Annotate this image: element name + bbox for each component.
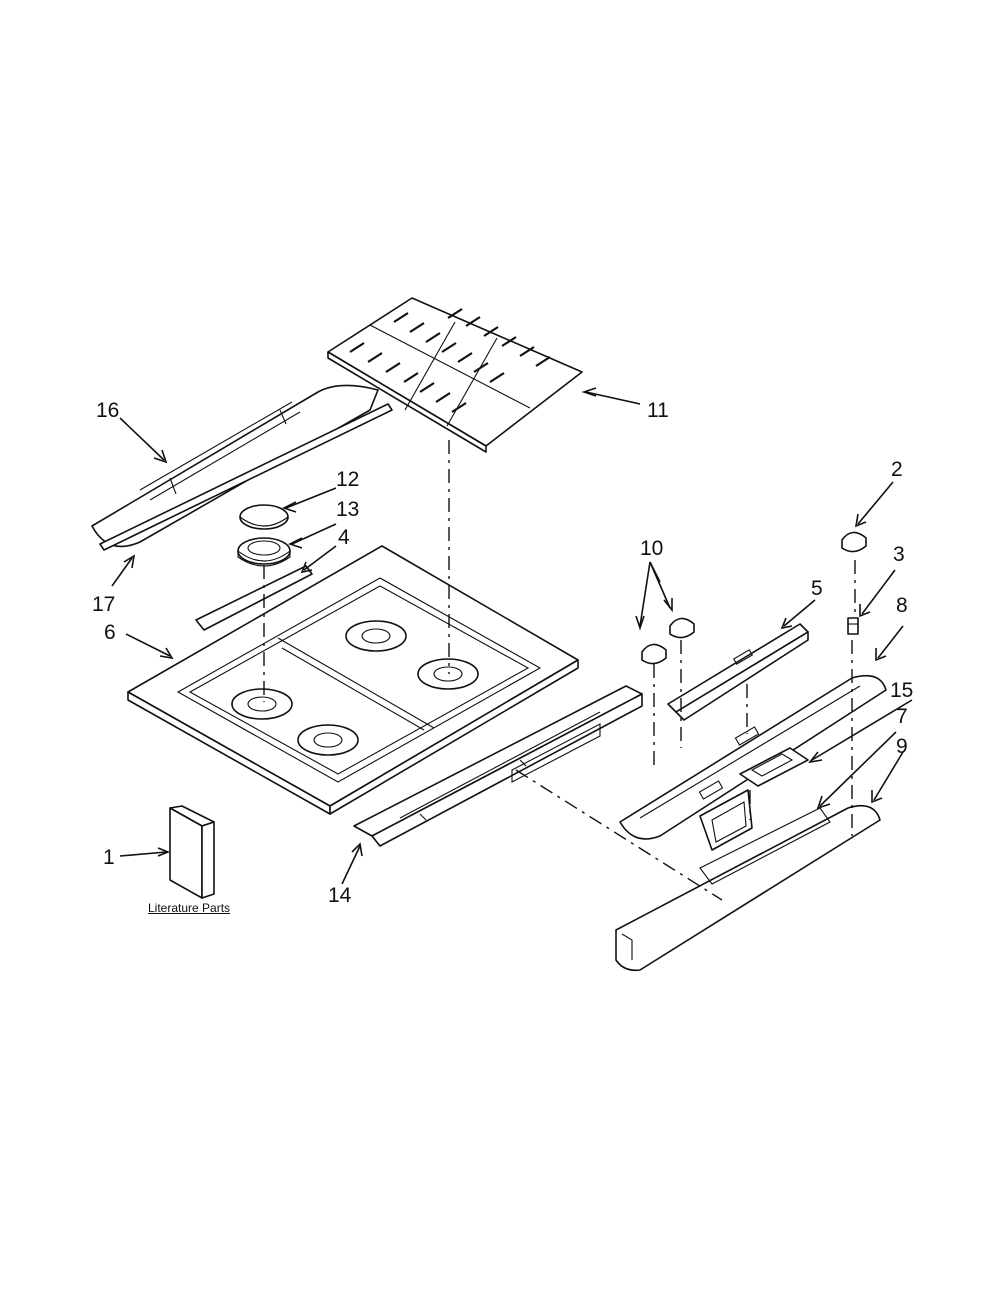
callout-6: 6 xyxy=(104,621,116,644)
literature-booklet xyxy=(169,805,215,899)
callout-2: 2 xyxy=(891,458,903,481)
callout-3: 3 xyxy=(893,543,905,566)
control-panel xyxy=(619,674,887,840)
control-board xyxy=(739,747,809,787)
callout-1: 1 xyxy=(103,846,115,869)
callout-10: 10 xyxy=(640,537,664,560)
callout-13: 13 xyxy=(336,498,360,521)
callout-17: 17 xyxy=(92,593,116,616)
vent-strip xyxy=(99,403,393,551)
cooktop xyxy=(127,545,579,815)
callout-5: 5 xyxy=(811,577,823,600)
callout-16: 16 xyxy=(96,399,120,422)
front-bracket xyxy=(353,685,643,847)
burner-strip xyxy=(195,565,313,631)
callout-12: 12 xyxy=(336,468,360,491)
callout-11: 11 xyxy=(647,399,669,422)
panel-trim xyxy=(615,804,881,972)
callout-14: 14 xyxy=(328,884,352,907)
vent-trim xyxy=(91,384,379,548)
burner-cap xyxy=(239,504,289,530)
knob-spring xyxy=(847,617,859,635)
callout-4: 4 xyxy=(338,526,350,549)
knob-left xyxy=(641,643,667,665)
spark-module xyxy=(699,789,753,851)
assembly-lines xyxy=(263,440,856,901)
callout-8: 8 xyxy=(896,594,908,617)
burner-base xyxy=(237,537,291,567)
knob-top xyxy=(841,531,867,553)
leader-arrows xyxy=(111,387,913,885)
control-overlay xyxy=(667,623,809,721)
knob-right xyxy=(669,617,695,639)
literature-parts-label: Literature Parts xyxy=(148,901,231,915)
callout-9: 9 xyxy=(896,735,908,758)
callout-7: 7 xyxy=(896,705,908,728)
callout-15: 15 xyxy=(890,679,914,702)
grate xyxy=(327,297,583,453)
